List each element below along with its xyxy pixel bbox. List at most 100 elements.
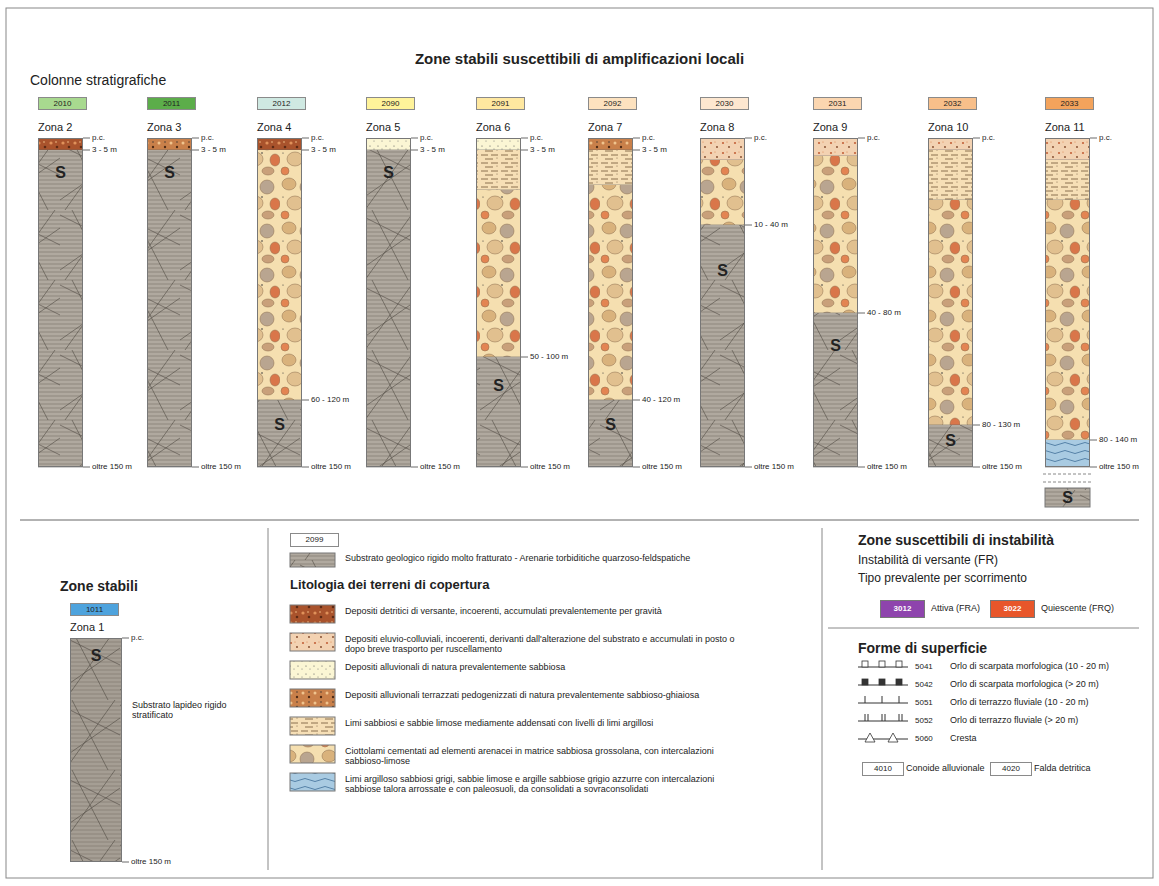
annotation: 5042 <box>915 680 933 689</box>
fracture-lines <box>38 150 83 467</box>
zone-code: 2033 <box>1046 98 1093 109</box>
annotation: p.c. <box>420 133 433 142</box>
legend-text: Depositi alluvionali terrazzati pedogeni… <box>345 690 745 700</box>
substrate-symbol: S <box>71 647 121 665</box>
stratum <box>366 150 411 467</box>
stratigraphic-column: Zona 8S <box>700 138 745 467</box>
depth-tick <box>521 150 528 151</box>
zone-code-box: 2092 <box>588 97 637 110</box>
annotation: 40 - 80 m <box>867 308 901 317</box>
depth-tick <box>1090 440 1097 441</box>
annotation: oltre 150 m <box>420 462 460 471</box>
depth-tick <box>192 467 199 468</box>
legend-text: Cresta <box>950 733 977 743</box>
stratum <box>38 138 83 150</box>
stratum <box>813 156 858 313</box>
stratum <box>147 138 192 150</box>
depth-tick <box>633 138 640 139</box>
zone-name: Zona 2 <box>38 121 72 134</box>
zone-code-box: 2032 <box>928 97 977 110</box>
stratum <box>1045 440 1090 467</box>
substrate-symbol: S <box>258 416 301 434</box>
depth-tick <box>192 138 199 139</box>
depth-tick <box>1090 467 1097 468</box>
fracture-lines <box>813 313 858 467</box>
section-heading: Zone suscettibili di instabilità <box>858 532 1054 548</box>
legend-text: Ciottolami cementati ad elementi arenace… <box>345 746 745 767</box>
substrate-symbol: S <box>148 164 191 182</box>
annotation: p.c. <box>311 133 324 142</box>
depth-tick <box>302 150 309 151</box>
stratum <box>700 160 745 225</box>
depth-tick <box>858 467 865 468</box>
annotation: oltre 150 m <box>982 462 1022 471</box>
annotation: 3 - 5 m <box>420 145 445 154</box>
legend-text: Limi sabbiosi e sabbie limose mediamente… <box>345 718 745 728</box>
annotation: 3 - 5 m <box>530 145 555 154</box>
zone-code: 2099 <box>291 534 338 546</box>
annotation: Instabilità di versante (FR) <box>858 554 998 568</box>
annotation: 40 - 120 m <box>642 395 680 404</box>
surface-form-symbol <box>858 696 908 703</box>
zone-code-box: 2012 <box>257 97 306 110</box>
stratum <box>476 138 521 150</box>
annotation: p.c. <box>642 133 655 142</box>
depth-tick <box>973 138 980 139</box>
stratum <box>147 150 192 467</box>
surface-form-symbol <box>858 733 908 742</box>
substrate-symbol: S <box>477 377 520 395</box>
zone-code: 4020 <box>991 763 1031 775</box>
annotation: p.c. <box>131 633 144 642</box>
annotation: oltre 150 m <box>311 462 351 471</box>
zone-code: 2032 <box>929 98 976 109</box>
fracture-lines <box>70 638 122 862</box>
legend-pattern <box>290 745 335 763</box>
annotation: 3022 <box>990 604 1035 613</box>
annotation: p.c. <box>982 133 995 142</box>
divider <box>822 528 823 870</box>
annotation: 10 - 40 m <box>754 220 788 229</box>
legend-pattern <box>290 633 335 651</box>
zone-code-box: 2099 <box>290 533 339 547</box>
depth-tick <box>302 138 309 139</box>
stratum <box>476 150 521 190</box>
stratigraphic-column: Zona 6S <box>476 138 521 467</box>
stratum <box>928 138 973 150</box>
break-line <box>1043 482 1092 483</box>
depth-tick <box>302 400 309 401</box>
section-heading: Litologia dei terreni di copertura <box>290 578 489 593</box>
annotation: oltre 150 m <box>530 462 570 471</box>
depth-tick <box>973 425 980 426</box>
legend-text: Orlo di terrazzo fluviale (> 20 m) <box>950 715 1078 725</box>
legend-text: Orlo di terrazzo fluviale (10 - 20 m) <box>950 697 1089 707</box>
depth-tick <box>633 467 640 468</box>
annotation: 3 - 5 m <box>92 145 117 154</box>
depth-tick <box>122 638 129 639</box>
zone-name: Zona 4 <box>257 121 291 134</box>
stratigraphic-columns <box>38 138 1097 862</box>
annotation: oltre 150 m <box>201 462 241 471</box>
depth-tick <box>411 150 418 151</box>
surface-form-symbol <box>858 661 908 667</box>
diagram-title: Zone stabili suscettibili di amplificazi… <box>0 50 1159 67</box>
fracture-lines <box>700 225 745 467</box>
stratum <box>257 150 302 400</box>
zone-name: Zona 10 <box>928 121 968 134</box>
substrate-symbol: S <box>589 416 632 434</box>
stratum <box>588 185 633 400</box>
section-heading: Zone stabili <box>60 578 138 594</box>
zone-code: 2091 <box>477 98 524 109</box>
divider <box>20 520 1139 521</box>
annotation: 5052 <box>915 716 933 725</box>
zone-name: Zona 5 <box>366 121 400 134</box>
depth-tick <box>83 150 90 151</box>
stratum <box>38 150 83 467</box>
annotation: 3 - 5 m <box>642 145 667 154</box>
zone-code-box: 2011 <box>147 97 196 110</box>
zone-code-box: 2091 <box>476 97 525 110</box>
legend-text: Limi argilloso sabbiosi grigi, sabbie li… <box>345 774 745 795</box>
divider <box>268 528 269 870</box>
stratigraphic-column: Zona 1S <box>70 638 122 862</box>
depth-tick <box>745 138 752 139</box>
zone-name: Zona 8 <box>700 121 734 134</box>
